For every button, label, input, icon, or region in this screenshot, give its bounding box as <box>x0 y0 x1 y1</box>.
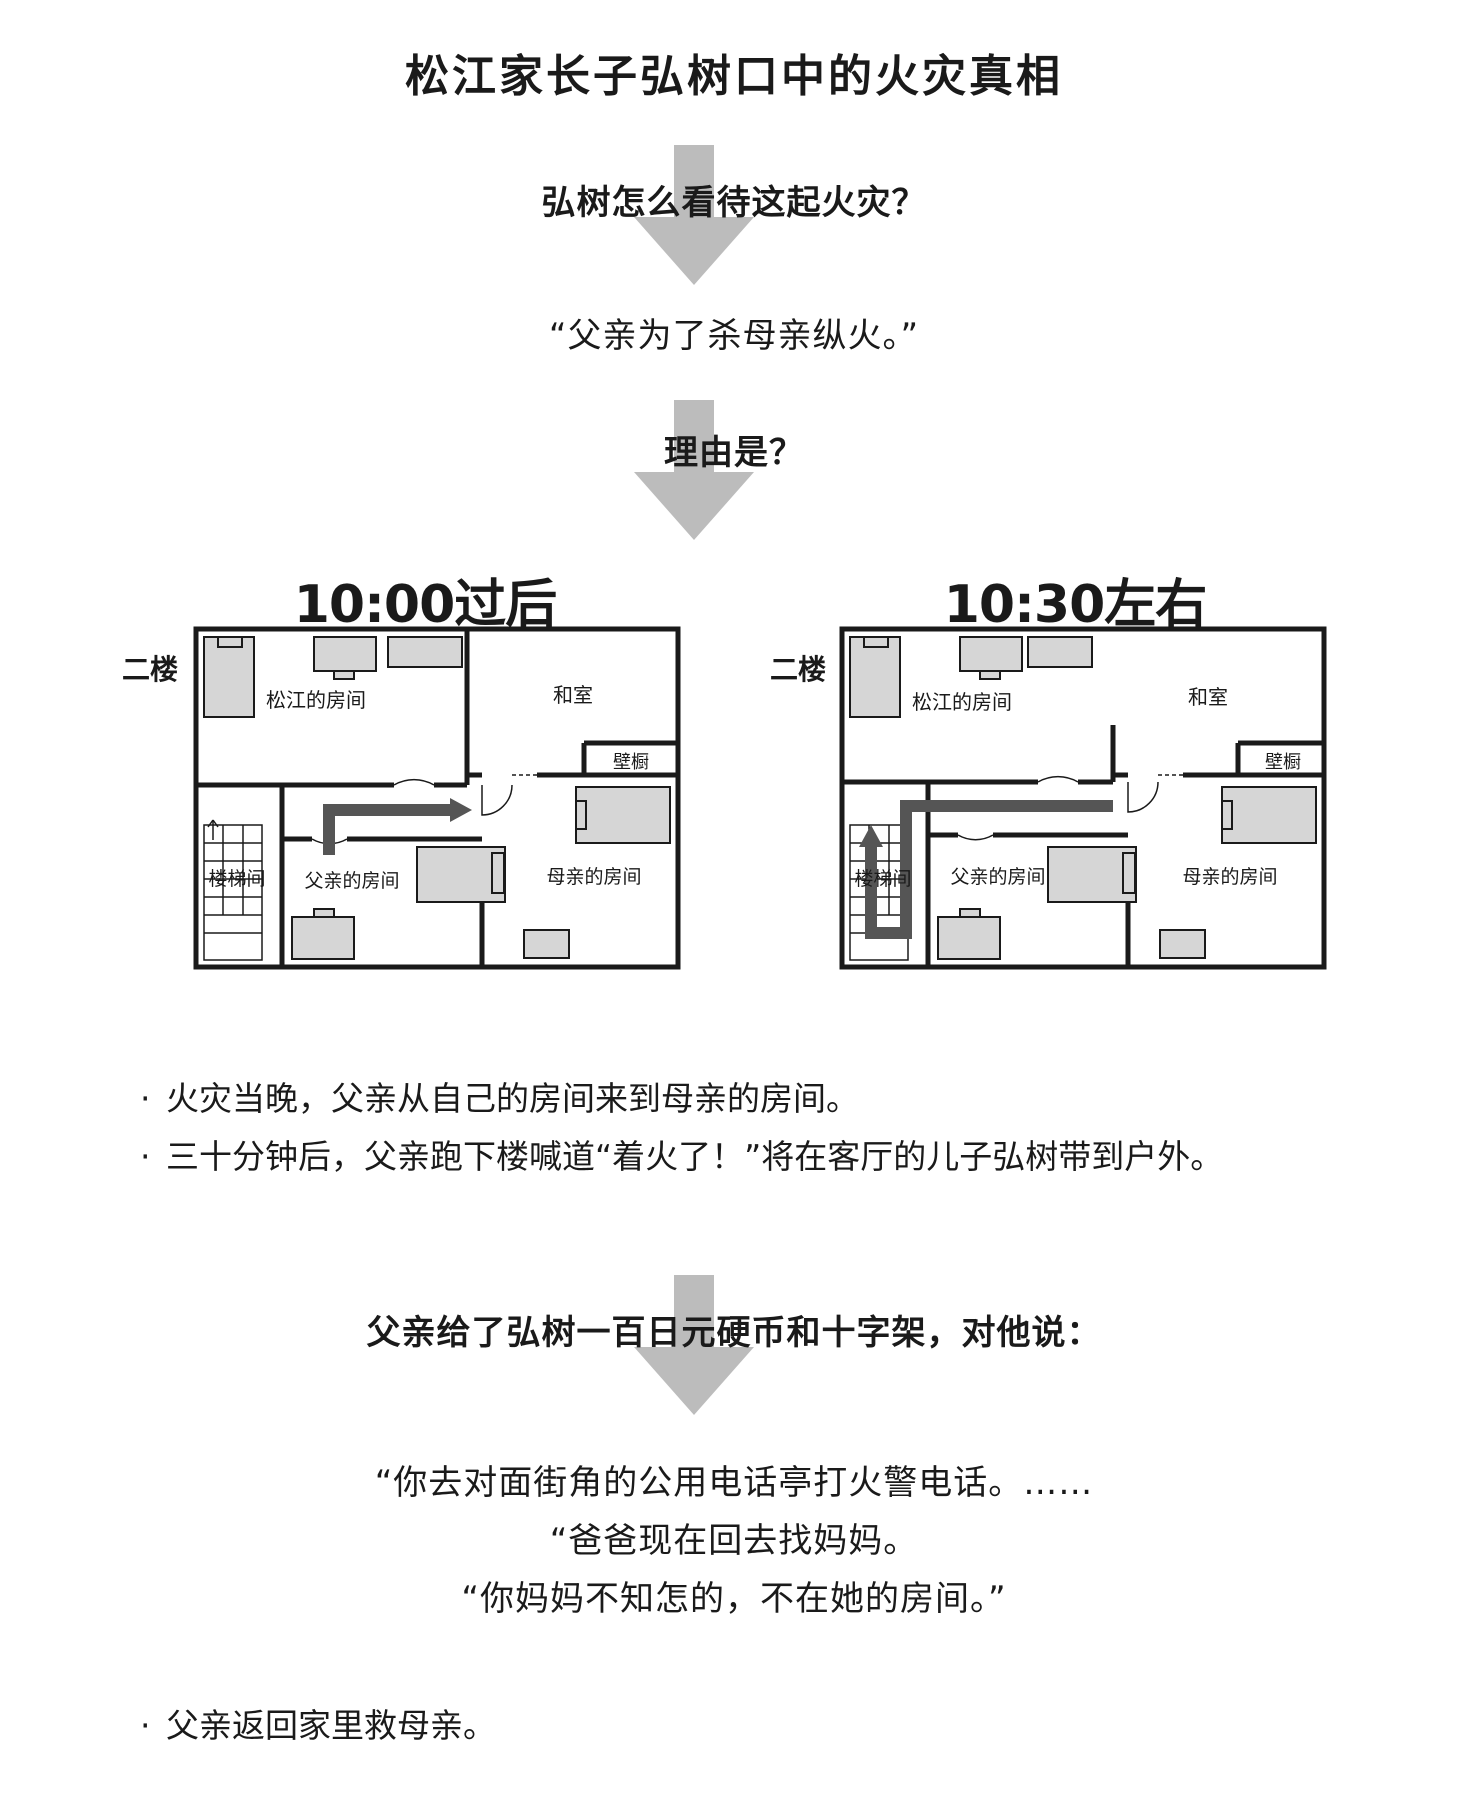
bullet-item: · 火灾当晚，父亲从自己的房间来到母亲的房间。 <box>140 1070 1320 1128</box>
down-arrow-icon <box>634 400 754 540</box>
room-label-mother: 母亲的房间 <box>546 866 641 888</box>
down-arrow-icon <box>634 145 754 285</box>
bullet-item: · 三十分钟后，父亲跑下楼喊道“着火了！”将在客厅的儿子弘树带到户外。 <box>140 1128 1320 1186</box>
answer-perception: “父亲为了杀母亲纵火。” <box>548 316 920 356</box>
bullet-text: 父亲返回家里救母亲。 <box>166 1706 496 1745</box>
floor-plan-1030: 松江的房间 和室 壁橱 楼梯间 父亲的房间 母亲的房间 <box>839 626 1327 970</box>
father-quote-line: “爸爸现在回去找妈妈。 <box>549 1521 919 1561</box>
question-reason: 理由是？ <box>664 433 804 473</box>
room-label-washitsu: 和室 <box>553 683 593 707</box>
bullet-text: 三十分钟后，父亲跑下楼喊道“着火了！”将在客厅的儿子弘树带到户外。 <box>166 1137 1224 1176</box>
floor-label: 二楼 <box>770 653 827 686</box>
down-arrow-icon <box>634 1275 754 1415</box>
room-label-closet: 壁橱 <box>1265 752 1301 773</box>
page-title: 松江家长子弘树口中的火灾真相 <box>405 51 1063 102</box>
room-label-matsue: 松江的房间 <box>266 688 366 712</box>
bullet-dot: · <box>140 1706 151 1745</box>
room-label-stairs: 楼梯间 <box>208 868 265 890</box>
room-label-stairs: 楼梯间 <box>854 868 911 890</box>
father-quote-line: “你妈妈不知怎的，不在她的房间。” <box>461 1579 1007 1619</box>
father-quote-line: “你去对面街角的公用电话亭打火警电话。…… <box>374 1463 1094 1503</box>
room-label-mother: 母亲的房间 <box>1182 866 1277 888</box>
room-label-washitsu: 和室 <box>1188 685 1228 709</box>
bullet-text: 火灾当晚，父亲从自己的房间来到母亲的房间。 <box>166 1079 859 1118</box>
floor-plan-1000: 松江的房间 和室 壁橱 楼梯间 父亲的房间 母亲的房间 <box>193 626 681 970</box>
room-label-father: 父亲的房间 <box>304 870 399 892</box>
room-label-closet: 壁橱 <box>613 752 649 773</box>
bullet-item: · 父亲返回家里救母亲。 <box>140 1697 1320 1755</box>
floor-label: 二楼 <box>122 653 179 686</box>
bullet-dot: · <box>140 1137 151 1176</box>
room-label-matsue: 松江的房间 <box>912 690 1012 714</box>
room-label-father: 父亲的房间 <box>950 866 1045 888</box>
time-label-1030: 10:30左右 <box>943 575 1208 635</box>
father-statement-intro: 父亲给了弘树一百日元硬币和十字架，对他说： <box>366 1313 1102 1353</box>
question-perception: 弘树怎么看待这起火灾？ <box>541 183 927 223</box>
bullet-dot: · <box>140 1079 151 1118</box>
time-label-1000: 10:00过后 <box>293 575 558 635</box>
